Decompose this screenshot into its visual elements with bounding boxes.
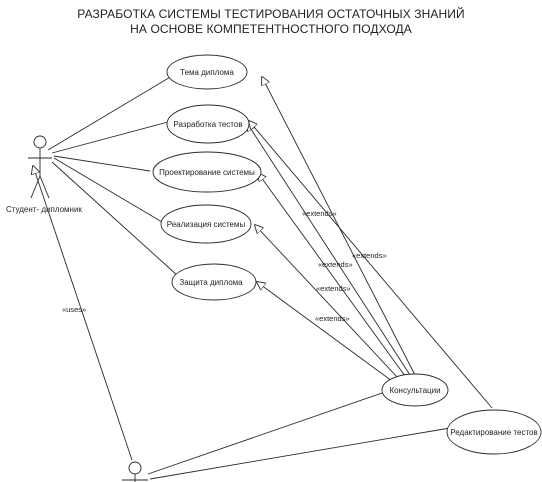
extends-label-4: «extends» xyxy=(316,284,351,293)
use-case-consultations-label: Консультации xyxy=(389,386,440,395)
diagram-title-line-2: НА ОСНОВЕ КОМПЕТЕНТНОСТНОГО ПОДХОДА xyxy=(130,22,412,36)
uses-label: «uses» xyxy=(62,305,86,314)
extends-label-2: «extends» xyxy=(352,251,387,260)
assoc-student-implementation xyxy=(53,157,163,223)
assoc-student-defense xyxy=(51,161,179,277)
use-case-design xyxy=(152,151,262,193)
extends-label-3: «extends» xyxy=(318,260,353,269)
student-actor-icon xyxy=(28,135,52,199)
uses-line xyxy=(33,166,133,461)
extends-arrow-topic xyxy=(262,77,416,376)
use-case-test-dev-label: Разработка тестов xyxy=(173,120,242,129)
use-case-implementation-label: Реализация системы xyxy=(167,220,246,229)
assoc-student-design xyxy=(53,155,151,172)
student-actor-label: Студент- дипломник xyxy=(6,205,82,214)
extends-label-5: «extends» xyxy=(315,314,350,323)
use-case-topic-label: Тема диплома xyxy=(180,68,234,77)
assoc-student-test-dev xyxy=(51,121,169,154)
use-case-topic xyxy=(166,54,248,90)
use-case-test-edit xyxy=(446,409,542,455)
extends-arrow-design xyxy=(258,173,406,377)
use-case-design-label: Проектирование системы xyxy=(159,168,255,177)
extends-arrow-defense xyxy=(257,282,393,382)
extends-arrow-test-dev xyxy=(247,123,411,376)
use-case-defense-label: Защита диплома xyxy=(179,278,243,287)
extends-arrow-test-edit xyxy=(249,121,493,409)
extends-arrow-implementation xyxy=(255,225,399,379)
use-case-consultations xyxy=(381,373,449,407)
assoc-student-topic xyxy=(47,75,173,151)
diagram-title-line-1: РАЗРАБОТКА СИСТЕМЫ ТЕСТИРОВАНИЯ ОСТАТОЧН… xyxy=(77,7,465,21)
assoc-actor2-consultations xyxy=(147,392,383,475)
use-case-test-dev xyxy=(166,104,250,144)
assoc-actor2-test-edit xyxy=(149,427,451,480)
use-case-implementation xyxy=(160,204,252,244)
use-case-defense xyxy=(171,263,257,301)
extends-label-1: «extends» xyxy=(302,209,337,218)
use-case-test-edit-label: Редактирование тестов xyxy=(450,428,537,437)
second-actor-icon xyxy=(122,461,148,482)
